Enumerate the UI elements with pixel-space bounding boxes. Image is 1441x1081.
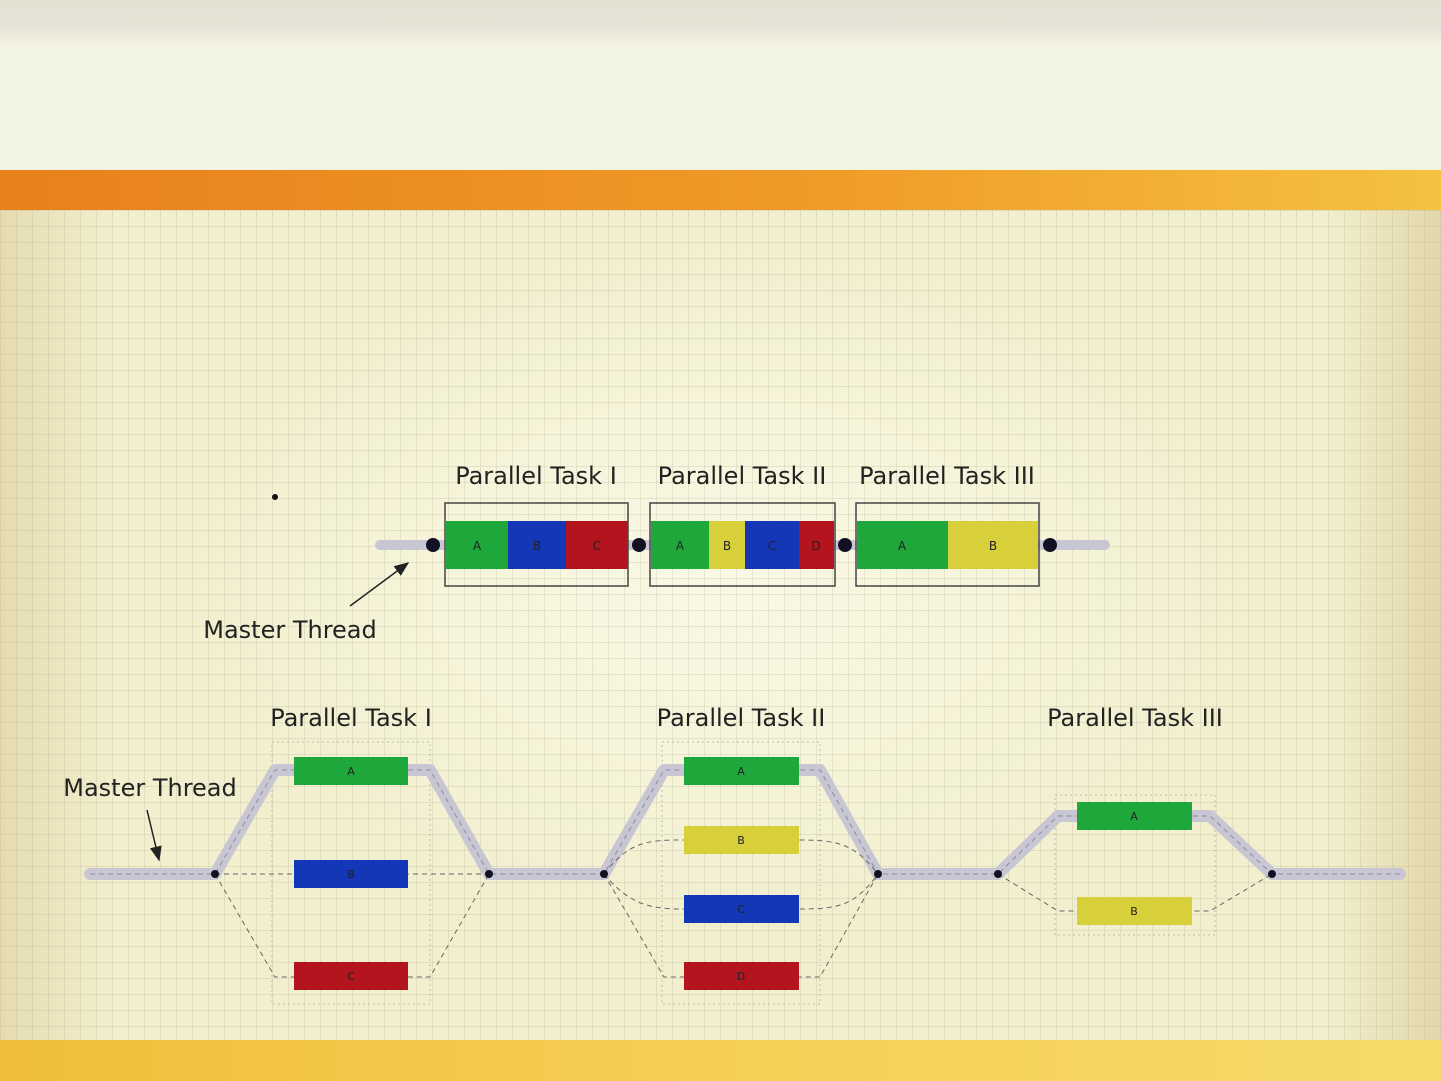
- task-title: Parallel Task I: [455, 462, 617, 490]
- join-node: [485, 870, 493, 878]
- sync-node: [838, 538, 852, 552]
- thread-label: B: [1130, 905, 1138, 918]
- master-thread-label: Master Thread: [203, 616, 377, 644]
- segment-label: B: [533, 539, 541, 553]
- thread-label: A: [1130, 810, 1138, 823]
- master-thread-path: [90, 770, 1400, 874]
- task-title: Parallel Task I: [270, 704, 432, 732]
- thread-label: A: [347, 765, 355, 778]
- task-title: Parallel Task II: [657, 704, 826, 732]
- thread-path-t1-c: [215, 874, 489, 977]
- task-title: Parallel Task III: [859, 462, 1035, 490]
- thread-label: A: [737, 765, 745, 778]
- segment-label: C: [593, 539, 601, 553]
- sync-node: [426, 538, 440, 552]
- segment-label: A: [473, 539, 482, 553]
- thread-label: C: [347, 970, 355, 983]
- fork-node: [994, 870, 1002, 878]
- pointer-arrow: [350, 563, 408, 606]
- sync-node: [1043, 538, 1057, 552]
- sync-node: [632, 538, 646, 552]
- sequential-diagram: A B C A B C D A B Parallel Task I Parall…: [203, 462, 1105, 644]
- task-title: Parallel Task II: [658, 462, 827, 490]
- thread-label: B: [347, 868, 355, 881]
- thread-path-t2-d: [604, 874, 878, 977]
- join-node: [1268, 870, 1276, 878]
- thread-label: B: [737, 834, 745, 847]
- segment-label: A: [676, 539, 685, 553]
- segment-label: B: [989, 539, 997, 553]
- fork-join-parallel-diagram: A B C A B C D A B Parallel Task I Parall…: [63, 704, 1400, 1004]
- pointer-arrow: [147, 810, 159, 860]
- segment-label: C: [768, 539, 776, 553]
- thread-label: C: [737, 903, 745, 916]
- fork-node: [211, 870, 219, 878]
- segment-label: D: [811, 539, 820, 553]
- segment-label: B: [723, 539, 731, 553]
- task-title: Parallel Task III: [1047, 704, 1223, 732]
- master-thread-label: Master Thread: [63, 774, 237, 802]
- fork-node: [600, 870, 608, 878]
- segment-label: A: [898, 539, 907, 553]
- join-node: [874, 870, 882, 878]
- thread-label: D: [737, 970, 745, 983]
